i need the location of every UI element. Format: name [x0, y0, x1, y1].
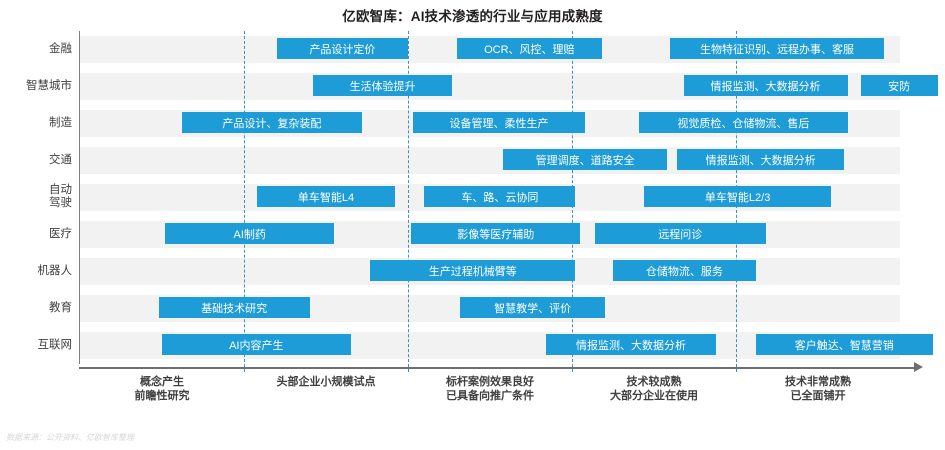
stage-label: 技术非常成熟已全面铺开 [785, 376, 851, 402]
source-note: 数据来源：公开资料、亿欧智库整理 [6, 433, 134, 442]
stage-label: 概念产生前瞻性研究 [134, 376, 190, 402]
maturity-bar[interactable]: 视觉质检、仓储物流、售后 [639, 112, 848, 133]
row-label-自动驾驶: 自动驾驶 [49, 184, 72, 209]
maturity-bar[interactable]: 安防 [860, 75, 938, 96]
stage-gridline [244, 31, 245, 372]
row-label-智慧城市: 智慧城市 [26, 79, 72, 92]
x-axis-arrow-icon [914, 362, 923, 372]
maturity-bar[interactable]: 设备管理、柔性生产 [412, 112, 586, 133]
maturity-bar[interactable]: AI制药 [165, 223, 335, 244]
stage-label: 技术较成熟大部分企业在使用 [610, 376, 698, 402]
maturity-bar[interactable]: 智慧教学、评价 [460, 297, 605, 318]
maturity-bar[interactable]: 情报监测、大数据分析 [545, 334, 717, 355]
maturity-bar[interactable]: 车、路、云协同 [424, 186, 576, 207]
row-label-医疗: 医疗 [49, 227, 72, 240]
maturity-bar[interactable]: 单车智能L4 [257, 186, 395, 207]
row-label-机器人: 机器人 [37, 264, 73, 277]
page-title: 亿欧智库：AI技术渗透的行业与应用成熟度 [342, 9, 603, 24]
maturity-bar[interactable]: 远程问诊 [594, 223, 766, 244]
maturity-bar[interactable]: 产品设计、复杂装配 [181, 112, 363, 133]
row-label-交通: 交通 [49, 153, 72, 166]
row-label-制造: 制造 [49, 116, 72, 129]
maturity-bar[interactable]: 生活体验提升 [312, 75, 453, 96]
maturity-bar[interactable]: 客户触达、智慧营销 [755, 334, 933, 355]
maturity-bar[interactable]: 基础技术研究 [158, 297, 310, 318]
maturity-bar[interactable]: 生物特征识别、远程办事、客服 [670, 38, 884, 59]
maturity-bar[interactable]: 情报监测、大数据分析 [683, 75, 848, 96]
x-axis-line [79, 367, 917, 369]
stage-label: 标杆案例效果良好已具备向推广条件 [446, 376, 534, 402]
row-label-教育: 教育 [49, 301, 72, 314]
row-label-互联网: 互联网 [37, 338, 73, 351]
maturity-bar[interactable]: 管理调度、道路安全 [503, 149, 668, 170]
y-axis-line [79, 31, 80, 364]
maturity-bar[interactable]: 仓储物流、服务 [613, 260, 756, 281]
maturity-bar[interactable]: 产品设计定价 [276, 38, 408, 59]
maturity-bar[interactable]: 情报监测、大数据分析 [676, 149, 845, 170]
maturity-bar[interactable]: AI内容产生 [162, 334, 351, 355]
maturity-bar[interactable]: 单车智能L2/3 [644, 186, 832, 207]
maturity-bar[interactable]: 生产过程机械臂等 [370, 260, 576, 281]
stage-label: 头部企业小规模试点 [276, 376, 376, 388]
row-label-金融: 金融 [49, 42, 72, 55]
maturity-bar[interactable]: OCR、风控、理赔 [457, 38, 602, 59]
stage-gridline [408, 31, 409, 372]
maturity-bar[interactable]: 影像等医疗辅助 [411, 223, 581, 244]
